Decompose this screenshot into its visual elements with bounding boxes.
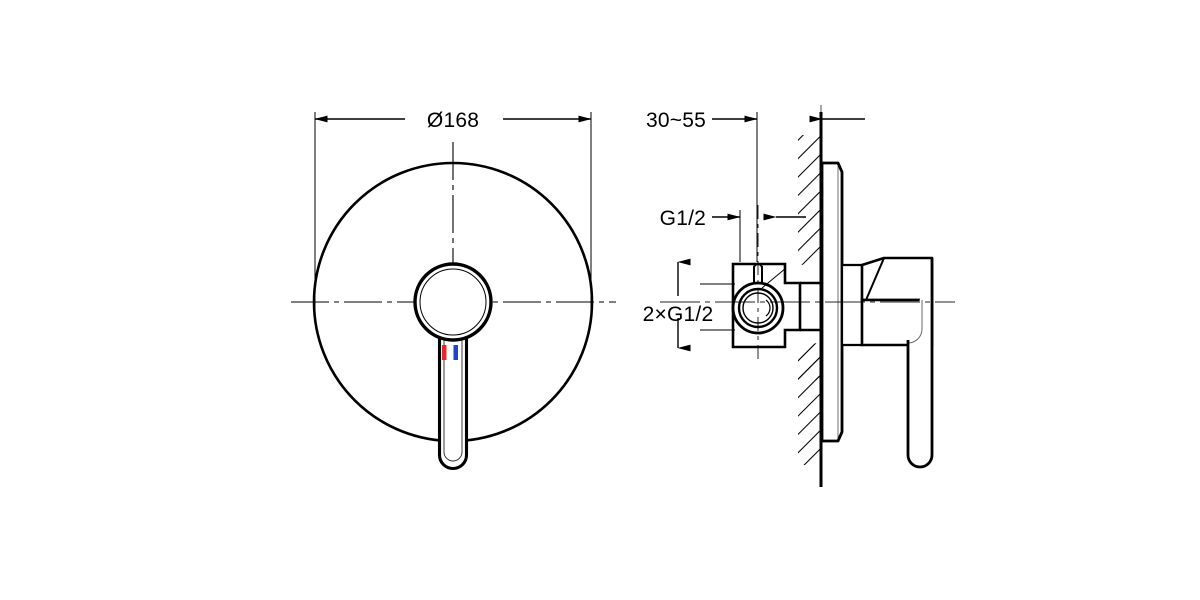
- cold-marker-icon: [453, 345, 458, 360]
- spigot-through-wall: [800, 281, 822, 332]
- handle-ring-outer: [413, 262, 493, 342]
- lever-blade-side: [906, 258, 934, 469]
- side-view: 30~55 G1/2 2×G1/2: [643, 105, 955, 487]
- dimension-inlet-thread: G1/2: [660, 207, 806, 230]
- handle-hub: [840, 263, 864, 347]
- dimension-wall-thickness: 30~55: [646, 109, 865, 132]
- dimension-outer-diameter: Ø168: [314, 109, 592, 132]
- handle-knob-upper: [860, 256, 934, 302]
- body-leader-line: [761, 267, 787, 289]
- dimension-label-outer-diameter: Ø168: [427, 109, 479, 132]
- lever-blade-relief: [907, 300, 923, 344]
- port-relief-arc: [765, 299, 771, 317]
- knob-taper-edge: [865, 257, 885, 301]
- dimension-label-outlet-threads: 2×G1/2: [643, 303, 714, 326]
- wall-hatch-lower-b: [798, 343, 822, 465]
- hot-marker-icon: [442, 345, 447, 360]
- lever-stem: [437, 298, 469, 471]
- handle-ring-inner: [419, 268, 487, 336]
- lever-stem-relief: [443, 330, 463, 462]
- dimension-label-wall-thickness: 30~55: [646, 109, 706, 132]
- front-view: Ø168: [291, 109, 616, 471]
- lever-handle-side: [840, 256, 934, 469]
- lever-handle-front: [413, 262, 493, 471]
- dimension-outlet-threads: 2×G1/2: [643, 258, 714, 352]
- dimension-label-inlet-thread: G1/2: [660, 207, 706, 230]
- wall-hatch-upper-b: [798, 135, 822, 265]
